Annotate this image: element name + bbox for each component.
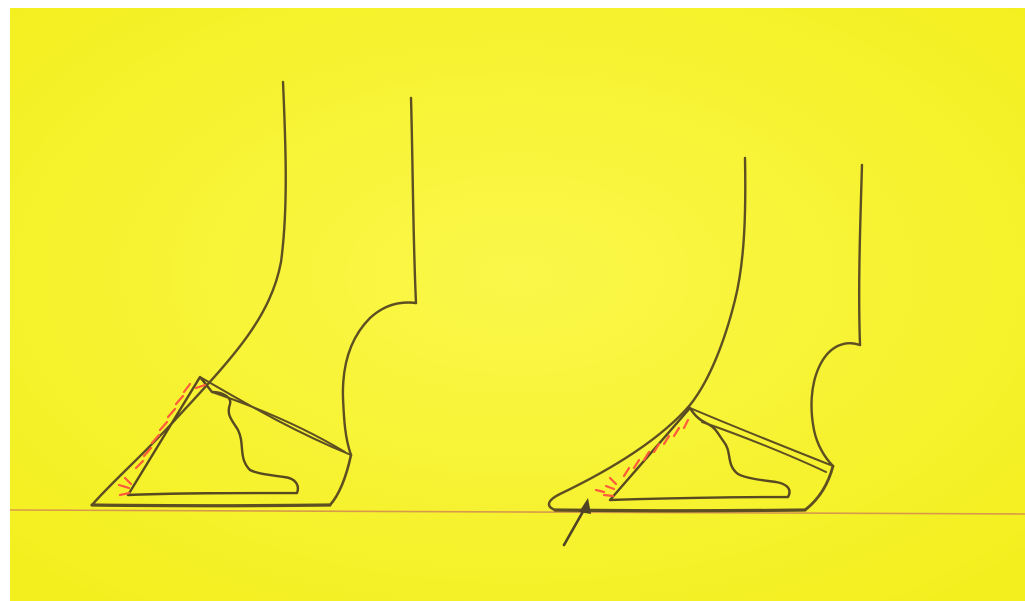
left-sole-ground — [92, 505, 330, 506]
right-sole-ground — [555, 510, 805, 511]
